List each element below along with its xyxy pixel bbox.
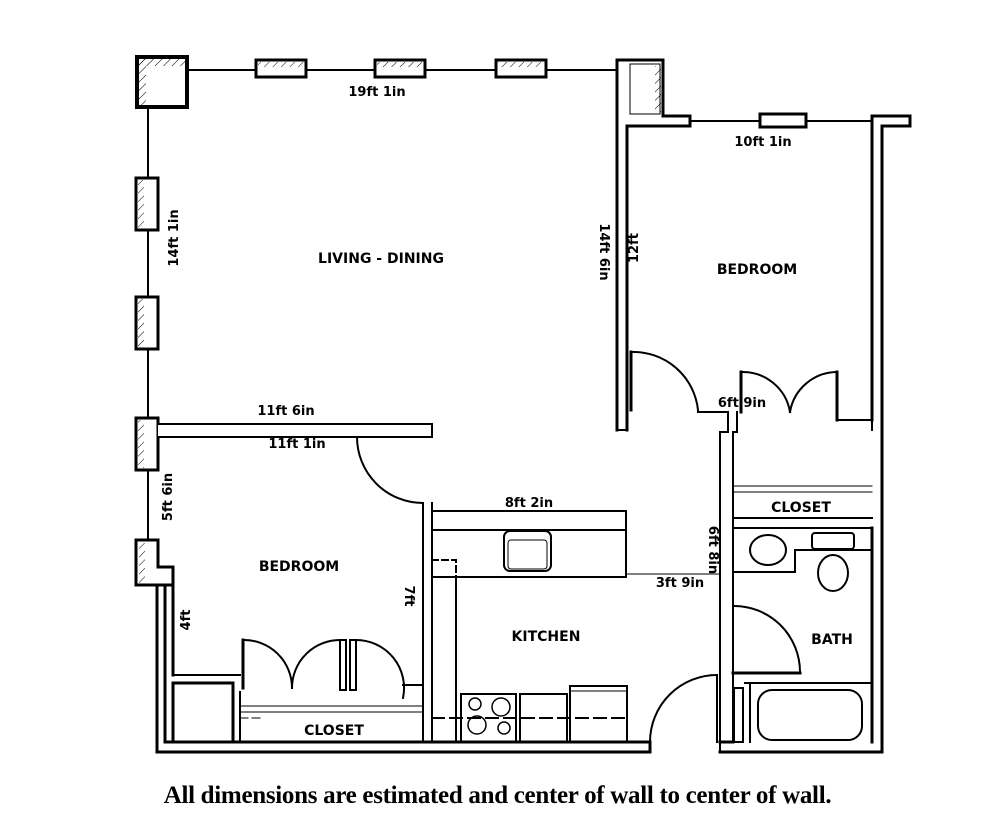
- dimension-bedroom-left-outer: 11ft 6in: [257, 404, 314, 419]
- room-label-closet-right: CLOSET: [771, 500, 831, 516]
- dimension-hall-height: 6ft 8in: [705, 526, 720, 574]
- bedroom-left-walls: [134, 416, 433, 744]
- dimension-bedroom-right-wall: 14ft 6in: [596, 223, 611, 280]
- column-top-right: [615, 58, 692, 432]
- dimension-bedroom-left-side: 4ft: [179, 610, 194, 631]
- dimension-bedroom-left-window: 5ft 6in: [161, 473, 176, 521]
- bedroom-right-bottom-wall: [616, 350, 873, 753]
- dimension-bedroom-right-width: 10ft 1in: [734, 135, 791, 150]
- dimension-bedroom-right-depth: 12ft: [627, 233, 642, 263]
- toilet-tank-icon: [811, 532, 855, 550]
- dimension-bedroom-left-inner: 11ft 1in: [268, 437, 325, 452]
- room-label-living-dining: LIVING - DINING: [318, 251, 444, 267]
- dimension-bedroom-left-depth: 7ft: [401, 586, 416, 607]
- refrigerator-icon: [569, 685, 628, 743]
- dimension-hall-width: 3ft 9in: [656, 576, 704, 591]
- kitchen-island: [431, 510, 627, 578]
- burner: [468, 697, 482, 711]
- bedroom-right-top-wall: [689, 112, 912, 754]
- sink-icon: [503, 530, 552, 572]
- dimension-kitchen-counter: 8ft 2in: [505, 496, 553, 511]
- window: [758, 112, 808, 129]
- room-label-kitchen: KITCHEN: [512, 629, 581, 645]
- dimension-living-height: 14ft 1in: [167, 209, 182, 266]
- room-label-closet-left: CLOSET: [304, 723, 364, 739]
- footer-note: All dimensions are estimated and center …: [163, 782, 832, 809]
- closet-right: [732, 431, 873, 741]
- burner: [467, 715, 487, 735]
- sink-icon: [749, 534, 787, 566]
- closet-left: [239, 638, 424, 743]
- room-label-bath: BATH: [811, 632, 853, 648]
- bath-fixtures: [731, 526, 874, 744]
- burner: [497, 721, 511, 735]
- bathtub-icon: [757, 689, 863, 741]
- toilet-bowl-icon: [817, 554, 849, 592]
- burner: [491, 697, 511, 717]
- dimension-living-width: 19ft 1in: [348, 85, 405, 100]
- room-label-bedroom-right: BEDROOM: [717, 262, 797, 278]
- kitchen-fixtures: [239, 510, 721, 743]
- living-top-wall: [135, 55, 618, 109]
- living-left-wall: [134, 106, 160, 421]
- room-label-bedroom-left: BEDROOM: [259, 559, 339, 575]
- dimension-closet-right-width: 6ft 9in: [718, 396, 766, 411]
